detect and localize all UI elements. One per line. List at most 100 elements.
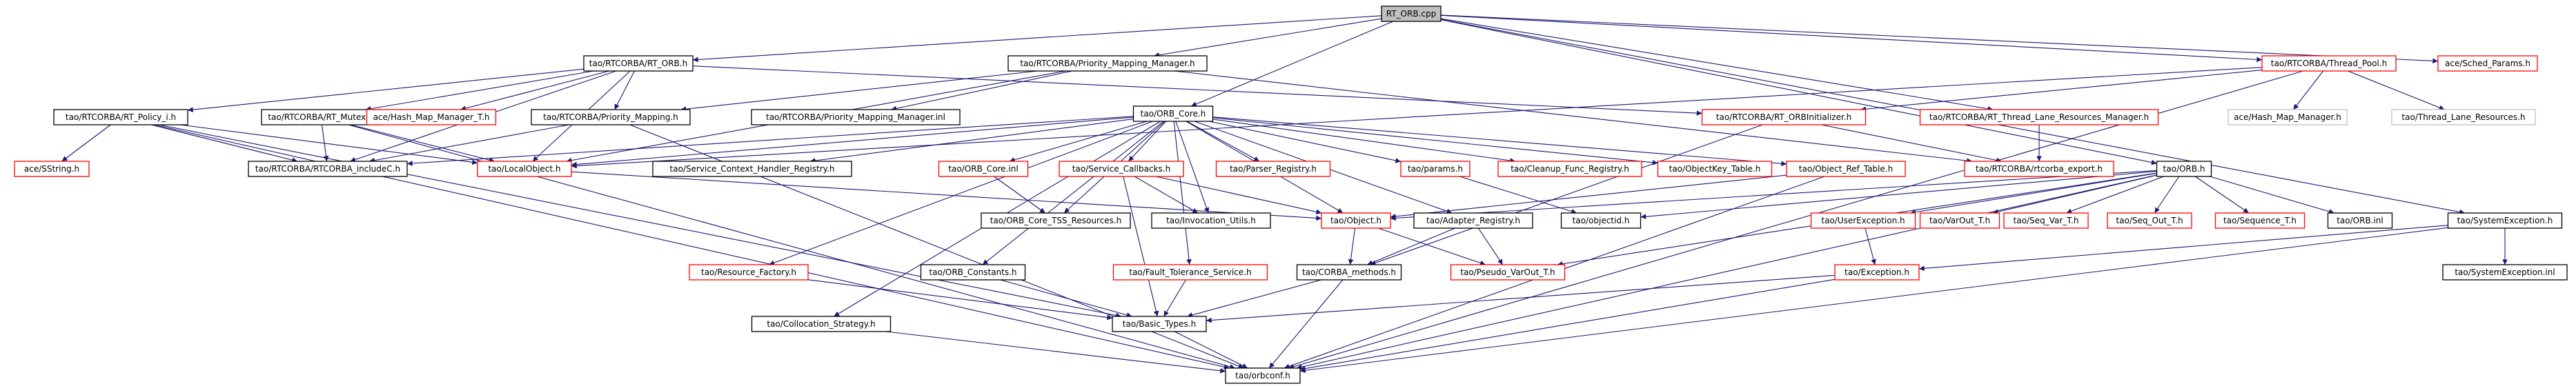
edge-rt_orb_cpp-to-orb_core_h [1190, 21, 1394, 107]
node-orbconf-h[interactable]: tao/orbconf.h [1225, 367, 1301, 384]
node-label: ace/Hash_Map_Manager_T.h [373, 112, 490, 122]
node-orb-h[interactable]: tao/ORB.h [2156, 161, 2212, 177]
node-label: tao/Service_Callbacks.h [1072, 164, 1170, 174]
node-box [2261, 55, 2397, 72]
node-label: ace/SString.h [24, 164, 79, 174]
node-local-object-h[interactable]: tao/LocalObject.h [477, 161, 572, 177]
node-params-h[interactable]: tao/params.h [1400, 161, 1471, 177]
node-hash-map-manager-h: ace/Hash_Map_Manager.h [2228, 109, 2348, 125]
edge-orb_core_h-to-resource_factory_h [769, 121, 1153, 265]
node-orb-core-inl[interactable]: tao/ORB_Core.inl [938, 161, 1029, 177]
node-sched-params-h[interactable]: ace/Sched_Params.h [2437, 55, 2538, 72]
node-orb-constants-h[interactable]: tao/ORB_Constants.h [920, 264, 1026, 281]
node-rt-tlrm-h[interactable]: tao/RTCORBA/RT_Thread_Lane_Resources_Man… [1919, 109, 2159, 125]
node-box [1059, 161, 1184, 177]
node-label: tao/Collocation_Strategy.h [767, 319, 875, 329]
edge-priority_mapping_h-to-rtcorba_includec_h [369, 124, 569, 163]
node-objectid-h[interactable]: tao/objectid.h [1560, 212, 1642, 229]
node-priority-mapping-h[interactable]: tao/RTCORBA/Priority_Mapping.h [531, 109, 691, 125]
node-hash-map-manager-t-h[interactable]: ace/Hash_Map_Manager_T.h [366, 109, 497, 125]
node-invocation-utils-h[interactable]: tao/Invocation_Utils.h [1151, 212, 1271, 229]
node-service-callbacks-h[interactable]: tao/Service_Callbacks.h [1059, 161, 1184, 177]
node-varout-t-h[interactable]: tao/VarOut_T.h [1919, 212, 2000, 229]
node-orb-core-h[interactable]: tao/ORB_Core.h [1132, 105, 1214, 122]
node-object-ref-table-h[interactable]: tao/Object_Ref_Table.h [1786, 161, 1906, 177]
edge-orb_core_h-to-local_object_h [571, 116, 1134, 167]
node-rt-policy-i-h[interactable]: tao/RTCORBA/RT_Policy_i.h [53, 109, 188, 125]
edge-corba_methods_h-to-orbconf_h [1268, 279, 1344, 369]
node-pseudo-varout-t-h[interactable]: tao/Pseudo_VarOut_T.h [1450, 264, 1566, 281]
node-systemexception-inl[interactable]: tao/SystemException.inl [2442, 264, 2568, 281]
node-exception-h[interactable]: tao/Exception.h [1834, 264, 1920, 281]
node-rt-mutex-h[interactable]: tao/RTCORBA/RT_Mutex.h [261, 109, 381, 125]
node-label: RT_ORB.cpp [1386, 9, 1436, 19]
node-objectkey-table-h[interactable]: tao/ObjectKey_Table.h [1657, 161, 1773, 177]
node-adapter-registry-h[interactable]: tao/Adapter_Registry.h [1413, 212, 1533, 229]
node-box [751, 109, 961, 125]
node-box [1007, 55, 1208, 72]
node-orb-core-tss-resources-h[interactable]: tao/ORB_Core_TSS_Resources.h [981, 212, 1131, 229]
node-label: tao/RTCORBA/Priority_Mapping_Manager.inl [766, 112, 945, 122]
node-parser-registry-h[interactable]: tao/Parser_Registry.h [1215, 161, 1331, 177]
node-label: tao/Invocation_Utils.h [1166, 216, 1256, 225]
node-label: tao/CORBA_methods.h [1302, 267, 1396, 277]
edge-rt_mutex_h-to-rtcorba_includec_h [321, 124, 329, 162]
edge-thread_pool_h-to-hash_map_manager_h [2293, 70, 2323, 110]
node-box [1834, 264, 1920, 281]
node-box [1810, 212, 1916, 229]
node-box [477, 161, 572, 177]
node-basic-types-h[interactable]: tao/Basic_Types.h [1112, 316, 1207, 332]
node-rt-orb-cpp[interactable]: RT_ORB.cpp [1381, 6, 1442, 22]
node-seq-out-t-h[interactable]: tao/Seq_Out_T.h [2107, 212, 2192, 229]
node-collocation-strategy-h[interactable]: tao/Collocation_Strategy.h [751, 316, 892, 332]
edge-orb_h-to-orb_inl [2210, 176, 2334, 214]
node-fault-tolerance-service-h[interactable]: tao/Fault_Tolerance_Service.h [1112, 264, 1268, 281]
node-systemexception-h[interactable]: tao/SystemException.h [2447, 212, 2563, 229]
edge-orb_core_h-to-schr_h [809, 118, 1134, 163]
edge-rt_orbinitializer_h-to-rtcorba_export_h [1821, 124, 2002, 163]
node-label: tao/Fault_Tolerance_Service.h [1129, 267, 1251, 277]
edge-corba_methods_h-to-basic_types_h [1187, 279, 1321, 318]
edge-rt_policy_i_h-to-sstring_h [61, 124, 111, 162]
node-label: tao/ORB_Constants.h [929, 267, 1016, 277]
node-rt-orb-h[interactable]: tao/RTCORBA/RT_ORB.h [583, 55, 694, 72]
node-label: tao/RTCORBA/Priority_Mapping_Manager.h [1020, 59, 1194, 68]
node-pmm-h[interactable]: tao/RTCORBA/Priority_Mapping_Manager.h [1007, 55, 1208, 72]
edge-orb_core_h-to-object_ref_table_h [1212, 116, 1787, 167]
node-box [1413, 212, 1533, 229]
edge-thread_pool_h-to-rt_orbinitializer_h [1860, 70, 2263, 112]
node-label: tao/Adapter_Registry.h [1426, 216, 1520, 225]
node-userexception-h[interactable]: tao/UserException.h [1810, 212, 1916, 229]
node-rtcorba-includec-h[interactable]: tao/RTCORBA/RTCORBA_includeC.h [248, 161, 408, 177]
node-seq-var-t-h[interactable]: tao/Seq_Var_T.h [2003, 212, 2089, 229]
node-thread-pool-h[interactable]: tao/RTCORBA/Thread_Pool.h [2261, 55, 2397, 72]
node-orb-inl[interactable]: tao/ORB.inl [2327, 212, 2393, 229]
node-box [1112, 264, 1268, 281]
node-box [981, 212, 1131, 229]
node-rt-orbinitializer-h[interactable]: tao/RTCORBA/RT_ORBInitializer.h [1701, 109, 1867, 125]
node-sstring-h[interactable]: ace/SString.h [14, 161, 90, 177]
node-box [1560, 212, 1642, 229]
edge-rt_orb_cpp-to-thread_pool_h [1440, 14, 2263, 63]
node-object-h[interactable]: tao/Object.h [1321, 212, 1391, 229]
node-pmm-inl[interactable]: tao/RTCORBA/Priority_Mapping_Manager.inl [751, 109, 961, 125]
node-box [1381, 6, 1442, 22]
node-box [2156, 161, 2212, 177]
node-rtcorba-export-h[interactable]: tao/RTCORBA/rtcorba_export.h [1964, 161, 2114, 177]
node-label: tao/Object_Ref_Table.h [1799, 164, 1893, 174]
edge-rt_orb_cpp-to-pmm_h [1154, 18, 1382, 58]
node-label: tao/Basic_Types.h [1123, 319, 1196, 329]
node-resource-factory-h[interactable]: tao/Resource_Factory.h [689, 264, 809, 281]
node-corba-methods-h[interactable]: tao/CORBA_methods.h [1296, 264, 1402, 281]
node-box [2391, 109, 2536, 125]
edge-layer [61, 14, 2508, 374]
edge-params_h-to-objectid_h [1459, 176, 1577, 214]
edge-orb_core_h-to-service_callbacks_h [1128, 121, 1167, 162]
node-label: tao/ORB.inl [2337, 216, 2383, 225]
node-label: tao/RTCORBA/RT_ORBInitializer.h [1716, 112, 1851, 122]
edge-rt_mutex_h-to-local_object_h [351, 124, 495, 163]
node-schr-h[interactable]: tao/Service_Context_Handler_Registry.h [652, 161, 852, 177]
node-box [2003, 212, 2089, 229]
node-cleanup-func-registry-h[interactable]: tao/Cleanup_Func_Registry.h [1497, 161, 1642, 177]
node-sequence-t-h[interactable]: tao/Sequence_T.h [2214, 212, 2305, 229]
